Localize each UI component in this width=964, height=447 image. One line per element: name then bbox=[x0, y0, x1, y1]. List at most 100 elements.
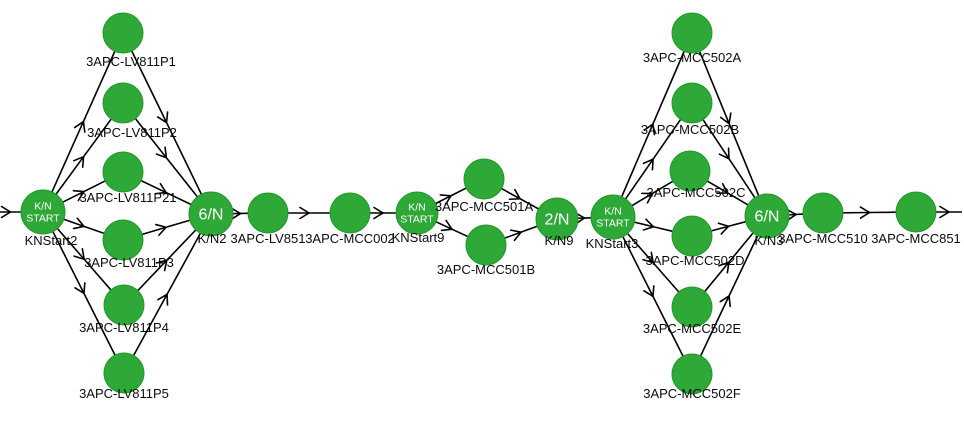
node-p3[interactable] bbox=[102, 219, 144, 261]
node-label-p2: 3APC-LV811P2 bbox=[87, 125, 177, 140]
edge-knstart2-p2 bbox=[55, 118, 112, 195]
node-p21[interactable] bbox=[102, 151, 144, 193]
node-mcc501b[interactable] bbox=[465, 224, 507, 266]
node-label-kn2: K/N2 bbox=[198, 231, 227, 246]
node-inner-text: 2/N bbox=[545, 212, 570, 229]
node-circle[interactable] bbox=[671, 353, 713, 395]
edge-p1-kn2 bbox=[131, 50, 203, 195]
edge-p4-kn2 bbox=[137, 229, 197, 292]
node-circle[interactable] bbox=[744, 193, 790, 239]
edge-knstart3-mcc502c bbox=[631, 180, 674, 207]
node-p2[interactable] bbox=[102, 82, 144, 124]
node-mcc502f[interactable] bbox=[671, 353, 713, 395]
node-mcc510[interactable] bbox=[802, 192, 844, 234]
node-label-mcc502f: 3APC-MCC502F bbox=[643, 386, 741, 401]
node-circle[interactable] bbox=[102, 151, 144, 193]
node-kn9[interactable]: 2/N bbox=[535, 197, 579, 241]
node-circle[interactable] bbox=[329, 192, 371, 234]
node-label-mcc501a: 3APC-MCC501A bbox=[435, 199, 534, 214]
node-label-kn9: K/N9 bbox=[545, 233, 574, 248]
node-mcc502b[interactable] bbox=[671, 82, 713, 124]
node-label-mcc502b: 3APC-MCC502B bbox=[641, 122, 739, 137]
node-kn3[interactable]: 6/N bbox=[744, 193, 790, 239]
edge-p21-kn2 bbox=[140, 179, 192, 206]
edge-mcc510-mcc851 bbox=[842, 206, 897, 219]
edge-p2-kn2 bbox=[134, 118, 198, 198]
node-circle[interactable] bbox=[395, 191, 439, 235]
node-circle[interactable] bbox=[535, 197, 579, 241]
node-label-knstart3: KNStart3 bbox=[586, 236, 639, 251]
edge-mcc502e-kn3 bbox=[704, 232, 754, 293]
node-mcc502e[interactable] bbox=[671, 286, 713, 328]
edge-knstart3-mcc502d bbox=[634, 218, 673, 233]
edge-mcc502f-kn3 bbox=[699, 235, 759, 357]
node-circle[interactable] bbox=[669, 150, 711, 192]
node-circle[interactable] bbox=[463, 158, 505, 200]
edge-mcc502a-kn3 bbox=[698, 51, 760, 196]
node-p4[interactable] bbox=[103, 284, 145, 326]
node-circle[interactable] bbox=[102, 219, 144, 261]
edge-p5-kn2 bbox=[132, 232, 202, 356]
edge-knstart2-p21 bbox=[62, 180, 106, 203]
node-circle[interactable] bbox=[103, 284, 145, 326]
node-circle[interactable] bbox=[102, 82, 144, 124]
edge-mcc501a-kn9 bbox=[501, 187, 539, 210]
node-circle[interactable] bbox=[671, 12, 713, 54]
node-mcc502a[interactable] bbox=[671, 12, 713, 54]
node-circle[interactable] bbox=[590, 194, 636, 240]
edge-knstart2-p4 bbox=[56, 228, 112, 291]
node-label-knstart2: KNStart2 bbox=[25, 233, 78, 248]
edge-p3-kn2 bbox=[141, 219, 191, 236]
node-label-p3: 3APC-LV811P3 bbox=[84, 255, 174, 270]
node-circle[interactable] bbox=[895, 191, 937, 233]
node-circle[interactable] bbox=[671, 215, 713, 257]
labels-layer: KNStart23APC-LV811P13APC-LV811P23APC-LV8… bbox=[25, 50, 961, 401]
node-circle[interactable] bbox=[465, 224, 507, 266]
node-label-lv851: 3APC-LV851 bbox=[231, 231, 306, 246]
node-circle[interactable] bbox=[247, 192, 289, 234]
edge-knstart9-mcc501b bbox=[435, 219, 469, 238]
node-circle[interactable] bbox=[103, 352, 145, 394]
node-lv851[interactable] bbox=[247, 192, 289, 234]
node-label-p4: 3APC-LV811P4 bbox=[79, 320, 169, 335]
node-mcc851[interactable] bbox=[895, 191, 937, 233]
node-circle[interactable] bbox=[671, 82, 713, 124]
node-label-mcc502d: 3APC-MCC502D bbox=[646, 253, 745, 268]
node-mcc502c[interactable] bbox=[669, 150, 711, 192]
node-label-p21: 3APC-LV811P21 bbox=[79, 190, 176, 205]
edge-knstart3-mcc502e bbox=[626, 233, 680, 293]
node-circle[interactable] bbox=[102, 12, 144, 54]
edge-kn3-mcc510 bbox=[785, 208, 804, 222]
node-label-mcc501b: 3APC-MCC501B bbox=[437, 262, 535, 277]
edge-knstart9-mcc501a bbox=[435, 187, 467, 206]
node-circle[interactable] bbox=[671, 286, 713, 328]
node-mcc501a[interactable] bbox=[463, 158, 505, 200]
edge-mcc501b-kn9 bbox=[504, 225, 538, 242]
node-label-mcc502a: 3APC-MCC502A bbox=[643, 50, 742, 65]
node-mcc002[interactable] bbox=[329, 192, 371, 234]
edge-knstart2-p3 bbox=[63, 217, 105, 235]
node-circle[interactable] bbox=[802, 192, 844, 234]
node-label-mcc510: 3APC-MCC510 bbox=[778, 231, 868, 246]
node-circle[interactable] bbox=[188, 191, 234, 237]
node-circle[interactable] bbox=[20, 189, 66, 235]
node-p5[interactable] bbox=[103, 352, 145, 394]
node-label-p5: 3APC-LV811P5 bbox=[79, 386, 169, 401]
node-label-mcc002: 3APC-MCC002 bbox=[305, 231, 395, 246]
node-p1[interactable] bbox=[102, 12, 144, 54]
edge-knstart2-p1 bbox=[51, 50, 116, 193]
node-label-kn3: K/N3 bbox=[755, 233, 784, 248]
edge-knstart2-p5 bbox=[52, 231, 116, 356]
node-mcc502d[interactable] bbox=[671, 215, 713, 257]
node-kn2[interactable]: 6/N bbox=[188, 191, 234, 237]
edge-mcc502b-kn3 bbox=[702, 119, 756, 199]
